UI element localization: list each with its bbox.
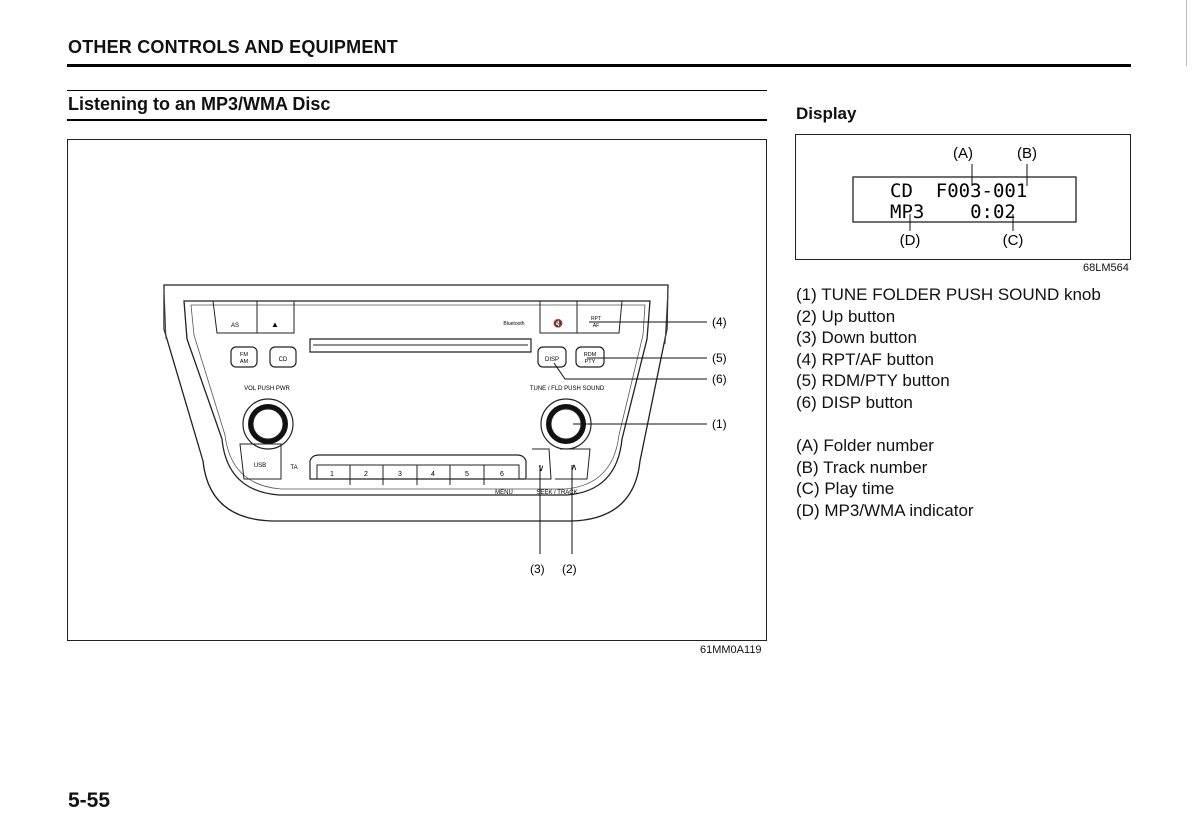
preset-6: 6 <box>500 471 504 478</box>
callout-4: (4) <box>712 315 727 329</box>
list-item: (D) MP3/WMA indicator <box>796 500 974 520</box>
disp-label: DISP <box>545 357 559 363</box>
list-item: (6) DISP button <box>796 392 913 412</box>
list-item: (5) RDM/PTY button <box>796 371 950 391</box>
list-item: (1) TUNE FOLDER PUSH SOUND knob <box>796 285 1101 304</box>
eject-icon: ▲ <box>271 320 279 329</box>
as-label: AS <box>231 323 239 329</box>
list-item: (2) Up button <box>796 306 896 326</box>
list-item: (A) Folder number <box>796 436 934 455</box>
fm-label: FM <box>240 352 248 358</box>
section-title: Listening to an MP3/WMA Disc <box>68 94 331 114</box>
radio-illustration: AS ▲ Bluetooth 🔇 RPT AF FM AM CD DISP RD… <box>163 284 727 576</box>
pty-label: PTY <box>585 359 596 365</box>
buttons-list: (1) TUNE FOLDER PUSH SOUND knob (2) Up b… <box>796 284 1101 414</box>
preset-4: 4 <box>431 471 435 478</box>
callout-a: (A) <box>953 145 973 162</box>
rdm-label: RDM <box>584 352 597 358</box>
display-figure: (A) (B) CD F003-001 MP3 0:02 (D) (C) <box>795 134 1131 260</box>
bluetooth-label: Bluetooth <box>503 321 524 327</box>
callout-5: (5) <box>712 351 727 365</box>
am-label: AM <box>240 359 249 365</box>
preset-1: 1 <box>330 471 334 478</box>
callout-3: (3) <box>530 562 545 576</box>
mute-icon: 🔇 <box>553 318 563 328</box>
page-edge-mark <box>1186 0 1187 66</box>
section-rule-top <box>67 90 767 91</box>
lcd-line-1: CD F003-001 <box>890 180 1027 202</box>
callout-1: (1) <box>712 417 727 431</box>
preset-5: 5 <box>465 471 469 478</box>
list-item: (3) Down button <box>796 328 917 348</box>
preset-2: 2 <box>364 471 368 478</box>
display-code: 68LM564 <box>1083 262 1129 274</box>
preset-3: 3 <box>398 471 402 478</box>
list-item: (B) Track number <box>796 457 928 477</box>
radio-figure: AS ▲ Bluetooth 🔇 RPT AF FM AM CD DISP RD… <box>67 139 767 641</box>
figure-code: 61MM0A119 <box>700 644 762 656</box>
vol-label: VOL PUSH PWR <box>244 386 290 392</box>
callout-2: (2) <box>562 562 577 576</box>
callout-c: (C) <box>1003 232 1024 249</box>
af-label: AF <box>593 323 599 329</box>
running-header: OTHER CONTROLS AND EQUIPMENT <box>68 37 398 57</box>
list-item: (4) RPT/AF button <box>796 349 934 369</box>
usb-label: USB <box>254 463 266 469</box>
preset-buttons: 1 2 3 4 5 6 <box>330 465 504 485</box>
page-number: 5-55 <box>68 789 111 812</box>
up-icon: ∧ <box>571 462 578 472</box>
menu-label: MENU <box>495 490 513 496</box>
tune-label: TUNE / FLD PUSH SOUND <box>530 386 605 392</box>
callout-6: (6) <box>712 372 727 386</box>
display-items-list: (A) Folder number (B) Track number (C) P… <box>796 435 974 521</box>
down-icon: ∨ <box>538 463 545 473</box>
callout-b: (B) <box>1017 145 1037 162</box>
ta-label: TA <box>290 465 297 471</box>
cd-label: CD <box>279 357 288 363</box>
seek-label: SEEK / TRACK <box>536 490 577 496</box>
callout-d: (D) <box>900 232 921 249</box>
display-illustration: (A) (B) CD F003-001 MP3 0:02 (D) (C) <box>852 145 1077 249</box>
header-rule <box>67 64 1131 67</box>
rpt-label: RPT <box>591 316 601 322</box>
list-item: (C) Play time <box>796 479 895 499</box>
display-title: Display <box>796 104 857 123</box>
lcd-line-2: MP3 0:02 <box>890 201 1016 223</box>
section-rule-bottom <box>67 119 767 121</box>
